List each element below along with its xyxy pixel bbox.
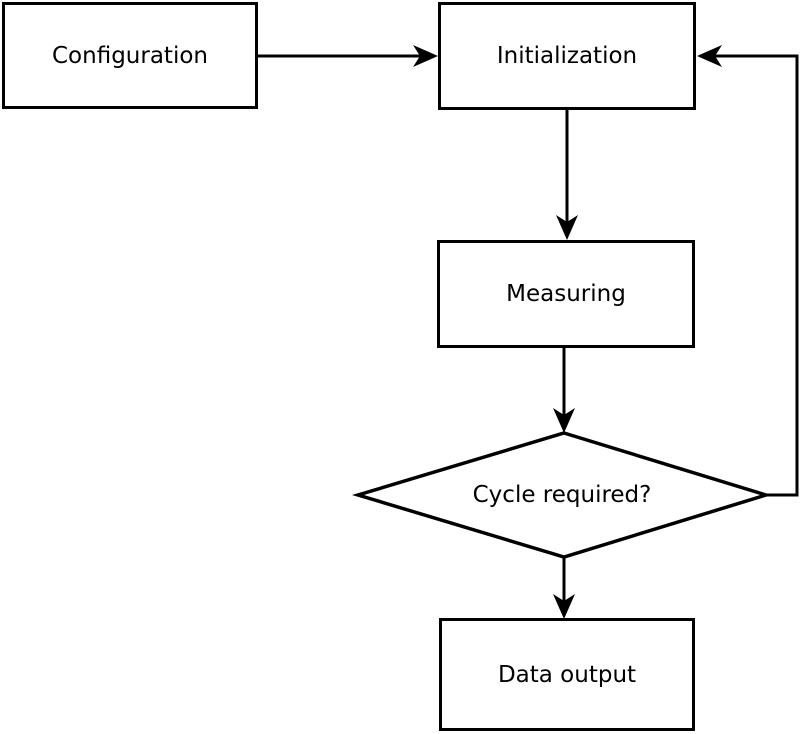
edge-cycle-required-to-initialization-loop — [697, 45, 799, 497]
arrowhead-left-icon — [697, 45, 722, 67]
node-cycle-required-shape — [351, 431, 772, 559]
node-measuring: Measuring — [437, 240, 695, 348]
node-configuration: Configuration — [2, 2, 258, 109]
node-initialization: Initialization — [438, 2, 696, 110]
node-cycle-required-label: Cycle required? — [472, 482, 652, 508]
node-measuring-label: Measuring — [506, 281, 626, 307]
arrowhead-down-icon — [553, 408, 575, 433]
edge-cycle-required-to-data-output — [553, 557, 575, 619]
arrowhead-right-icon — [413, 45, 438, 67]
arrowhead-down-icon — [556, 215, 578, 240]
edge-initialization-to-measuring — [556, 110, 578, 240]
node-data-output-label: Data output — [497, 661, 637, 688]
node-initialization-label: Initialization — [496, 43, 638, 69]
edge-measuring-to-cycle-required — [553, 348, 575, 433]
node-configuration-label: Configuration — [52, 42, 208, 69]
arrowhead-down-icon — [553, 594, 575, 619]
node-data-output: Data output — [439, 618, 695, 731]
edge-configuration-to-initialization — [257, 45, 438, 67]
node-cycle-required: Cycle required? — [412, 481, 712, 509]
